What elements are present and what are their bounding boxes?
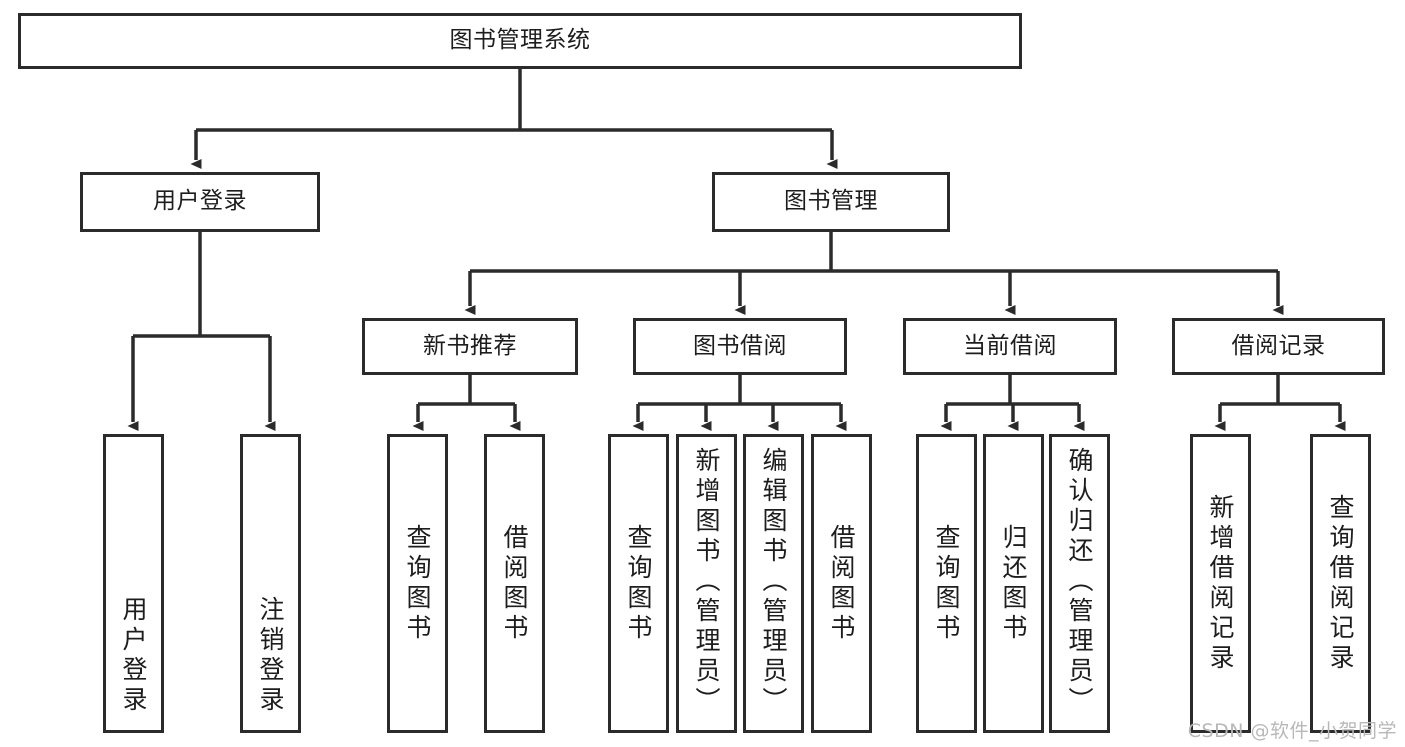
node-leaf-query-book-rec-label: 查询图书 [403, 523, 432, 644]
connector-user-login-arrows [127, 336, 276, 431]
node-leaf-confirm-return-label: 确认归还（管理员） [1065, 447, 1094, 717]
node-leaf-borrow-book-rec[interactable]: 借阅图书 [484, 434, 545, 733]
connector-current-borrow [946, 375, 1079, 406]
node-root[interactable]: 图书管理系统 [18, 13, 1022, 69]
node-leaf-query-record[interactable]: 查询借阅记录 [1310, 434, 1371, 733]
connector-borrow-record-arrows [1214, 404, 1346, 431]
node-leaf-logout-label: 注销登录 [256, 596, 285, 716]
connector-root [196, 69, 832, 132]
node-leaf-borrow-book-rec-label: 借阅图书 [500, 523, 529, 644]
node-leaf-return-book[interactable]: 归还图书 [983, 434, 1044, 733]
node-new-book-rec[interactable]: 新书推荐 [362, 318, 578, 375]
node-current-borrow-label: 当前借阅 [963, 332, 1057, 359]
node-book-manage-label: 图书管理 [784, 188, 878, 215]
node-book-manage[interactable]: 图书管理 [712, 172, 950, 232]
node-leaf-confirm-return[interactable]: 确认归还（管理员） [1049, 434, 1110, 733]
node-new-book-rec-label: 新书推荐 [423, 332, 517, 359]
connector-book-manage-arrows [464, 271, 1284, 315]
node-leaf-add-book-label: 新增图书（管理员） [692, 447, 721, 717]
node-leaf-borrow-book[interactable]: 借阅图书 [811, 434, 872, 733]
node-leaf-query-record-label: 查询借阅记录 [1326, 493, 1355, 674]
node-leaf-return-book-label: 归还图书 [999, 523, 1028, 644]
node-user-login-label: 用户登录 [153, 188, 247, 215]
node-leaf-add-record-label: 新增借阅记录 [1206, 493, 1235, 674]
connector-user-login [133, 232, 270, 338]
node-borrow-record[interactable]: 借阅记录 [1172, 318, 1385, 375]
connector-borrow-record [1220, 375, 1340, 406]
connector-new-book-rec [418, 375, 515, 406]
node-leaf-borrow-book-label: 借阅图书 [827, 523, 856, 644]
node-leaf-user-login[interactable]: 用户登录 [103, 434, 164, 733]
node-user-login[interactable]: 用户登录 [80, 172, 320, 232]
node-leaf-edit-book-label: 编辑图书（管理员） [759, 447, 788, 717]
csdn-watermark: CSDN @软件_小贺同学 [1187, 720, 1397, 742]
node-leaf-logout[interactable]: 注销登录 [240, 434, 301, 733]
node-book-borrow-label: 图书借阅 [693, 332, 787, 359]
node-current-borrow[interactable]: 当前借阅 [903, 318, 1117, 375]
node-leaf-query-book-rec[interactable]: 查询图书 [387, 434, 448, 733]
node-leaf-query-book-current[interactable]: 查询图书 [916, 434, 977, 733]
node-leaf-edit-book[interactable]: 编辑图书（管理员） [743, 434, 804, 733]
node-leaf-add-book[interactable]: 新增图书（管理员） [676, 434, 737, 733]
connector-book-borrow [638, 375, 841, 406]
node-leaf-add-record[interactable]: 新增借阅记录 [1190, 434, 1251, 733]
connector-new-book-rec-arrows [412, 404, 521, 431]
node-borrow-record-label: 借阅记录 [1231, 332, 1326, 359]
node-leaf-user-login-label: 用户登录 [119, 596, 148, 716]
node-leaf-query-book-borrow[interactable]: 查询图书 [608, 434, 669, 733]
node-root-label: 图书管理系统 [449, 27, 591, 54]
node-leaf-query-book-current-label: 查询图书 [932, 523, 961, 644]
node-leaf-query-book-borrow-label: 查询图书 [624, 523, 653, 644]
connector-current-borrow-arrows [940, 404, 1085, 431]
connector-root-arrows [190, 130, 838, 169]
connector-book-manage [470, 232, 1278, 273]
node-book-borrow[interactable]: 图书借阅 [633, 318, 847, 375]
connector-book-borrow-arrows [632, 404, 847, 431]
